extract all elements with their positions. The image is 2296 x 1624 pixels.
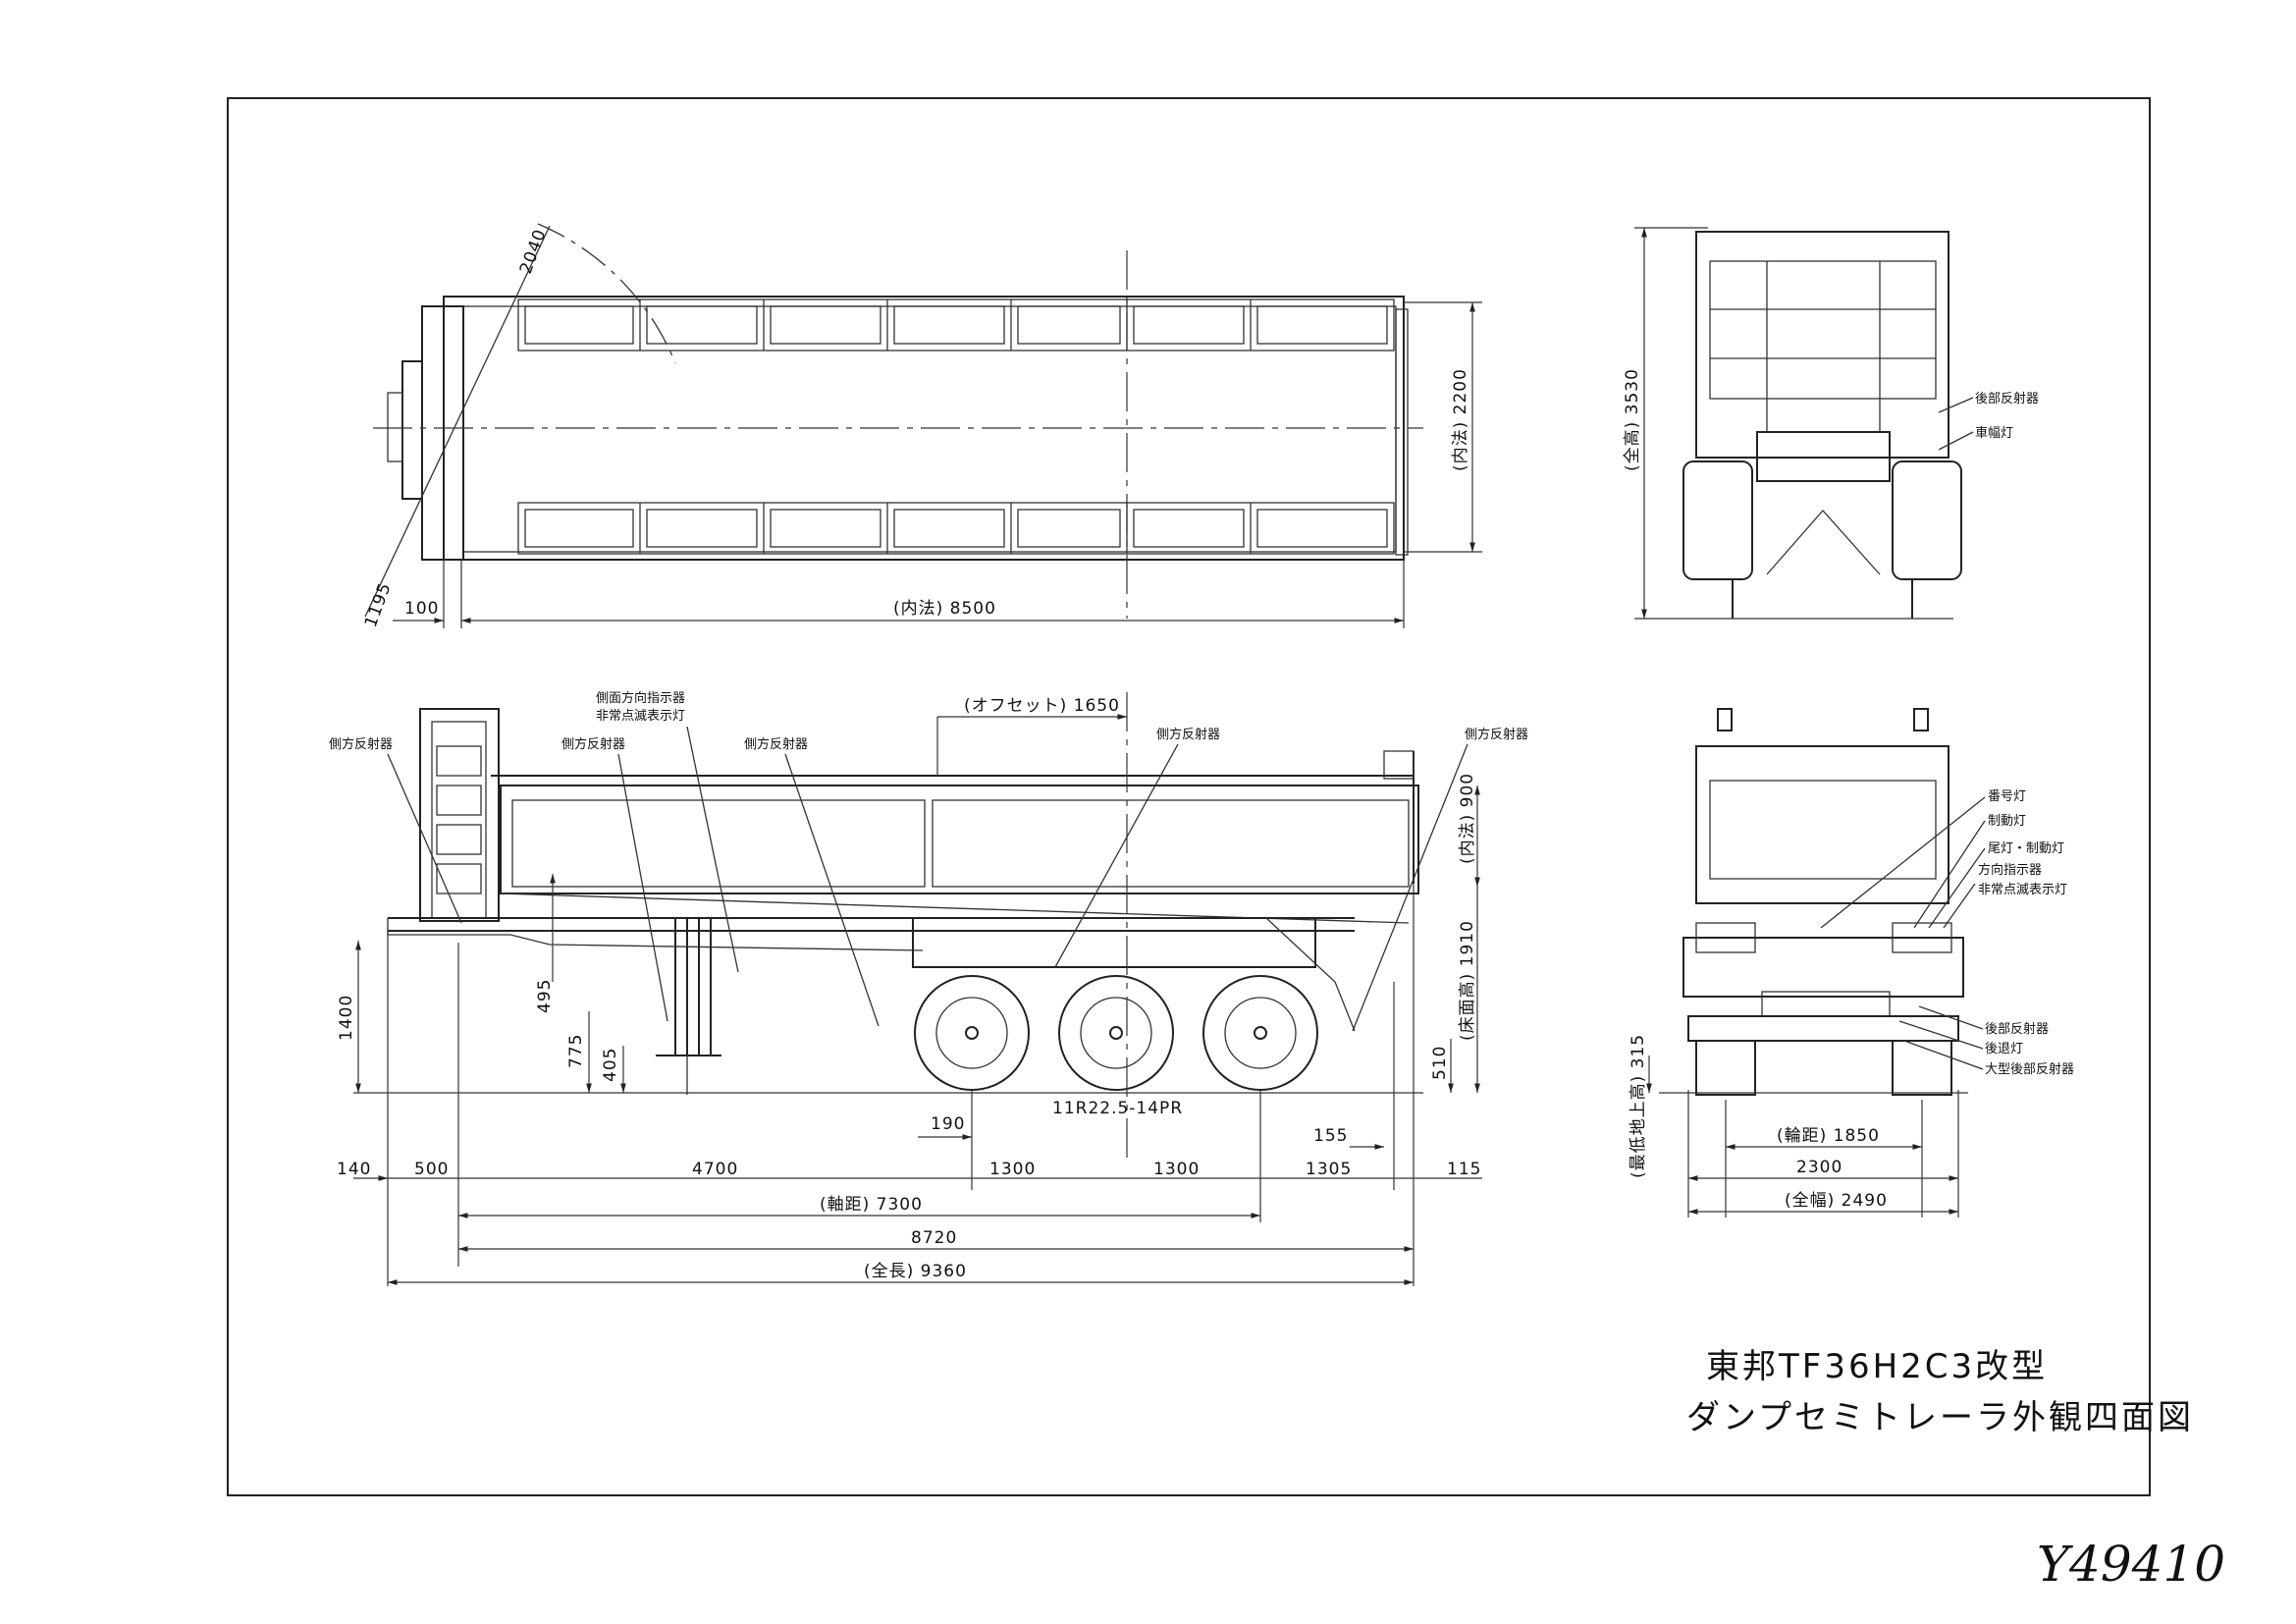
label-turn-indicator: 方向指示器 (1978, 862, 2042, 878)
dim-2300: 2300 (1796, 1158, 1842, 1177)
dim-wheelbase: (軸距) 7300 (820, 1195, 923, 1215)
dim-overall-width: (全幅) 2490 (1785, 1191, 1888, 1211)
side-view: 11R22.5-14PR 側方反射器 側面方向指示器 非常点滅表示灯 側方反射器… (329, 690, 1528, 1286)
dim-500: 500 (414, 1160, 449, 1179)
label-plate-lamp: 番号灯 (1988, 789, 2026, 804)
dim-190: 190 (931, 1114, 965, 1134)
dim-1300a: 1300 (989, 1160, 1036, 1179)
dim-1305: 1305 (1306, 1160, 1352, 1179)
label-side-reflector-rear: 側方反射器 (1465, 727, 1528, 742)
label-hazard: 非常点滅表示灯 (1978, 883, 2067, 897)
swing-arc (537, 223, 676, 364)
label-clearance-lamp: 車幅灯 (1975, 426, 2013, 441)
dim-inner-width: (内法) 2200 (1451, 368, 1470, 471)
rear-view-top: (全高) 3530 後部反射器 車幅灯 (1623, 227, 2039, 620)
dim-front-gap: 100 (404, 599, 439, 619)
dim-8720: 8720 (911, 1228, 957, 1248)
drawing-model: 東邦TF36H2C3改型 (1706, 1347, 2048, 1386)
dim-track: (輪距) 1850 (1777, 1126, 1880, 1146)
wheel-2 (1058, 975, 1174, 1091)
dim-775: 775 (566, 1034, 586, 1068)
rear-view: (最低地上高) 315 (輪距) 1850 2300 (全幅) 2490 番号灯… (1629, 708, 2074, 1218)
dim-swing-radius: 2040 (516, 226, 551, 276)
wheel-1 (914, 975, 1030, 1091)
dim-140: 140 (337, 1160, 371, 1179)
label-side-reflector-2: 側方反射器 (561, 736, 625, 752)
wheel-3 (1202, 975, 1318, 1091)
label-reverse-lamp: 後退灯 (1985, 1042, 2023, 1056)
dim-1400: 1400 (337, 995, 356, 1041)
dim-inner-length: (内法) 8500 (893, 599, 996, 619)
dim-495: 495 (535, 979, 555, 1013)
dim-overall-length: (全長) 9360 (864, 1262, 967, 1281)
dim-510: 510 (1430, 1046, 1450, 1080)
label-rear-reflector: 後部反射器 (1985, 1021, 2049, 1037)
dim-115: 115 (1447, 1160, 1481, 1179)
drawing-frame (227, 97, 2151, 1496)
label-hazard-lamp: 非常点滅表示灯 (596, 709, 685, 724)
dump-body (500, 785, 1419, 894)
dim-4700: 4700 (692, 1160, 738, 1179)
plan-view: (内法) 8500 100 (内法) 2200 2040 1195 (361, 223, 1482, 630)
label-large-rear-reflector: 大型後部反射器 (1985, 1061, 2074, 1077)
label-side-reflector-4: 側方反射器 (1156, 727, 1220, 742)
label-side-reflector-front: 側方反射器 (329, 736, 393, 752)
dim-pivot-offset: 1195 (361, 579, 396, 629)
dim-offset: (オフセット) 1650 (964, 696, 1120, 716)
label-side-reflector-3: 側方反射器 (744, 736, 808, 752)
dim-overall-height: (全高) 3530 (1623, 368, 1642, 471)
dim-405: 405 (601, 1048, 620, 1082)
label-tail-brake: 尾灯・制動灯 (1988, 841, 2064, 856)
front-guard (419, 708, 500, 922)
label-side-turn-indicator: 側面方向指示器 (596, 690, 685, 706)
drawing-name: ダンプセミトレーラ外観四面図 (1686, 1398, 2194, 1437)
dim-inner-height: (内法) 900 (1458, 773, 1477, 864)
label-rear-reflector-top: 後部反射器 (1975, 391, 2039, 406)
tire-size: 11R22.5-14PR (1052, 1099, 1183, 1118)
dim-ground-clearance: (最低地上高) 315 (1629, 1034, 1648, 1178)
dim-1300b: 1300 (1153, 1160, 1200, 1179)
handwritten-code: Y49410 (2037, 1536, 2225, 1593)
dim-floor-height: (床面高) 1910 (1458, 920, 1477, 1041)
dim-155: 155 (1313, 1126, 1348, 1146)
label-brake-lamp: 制動灯 (1988, 814, 2026, 829)
